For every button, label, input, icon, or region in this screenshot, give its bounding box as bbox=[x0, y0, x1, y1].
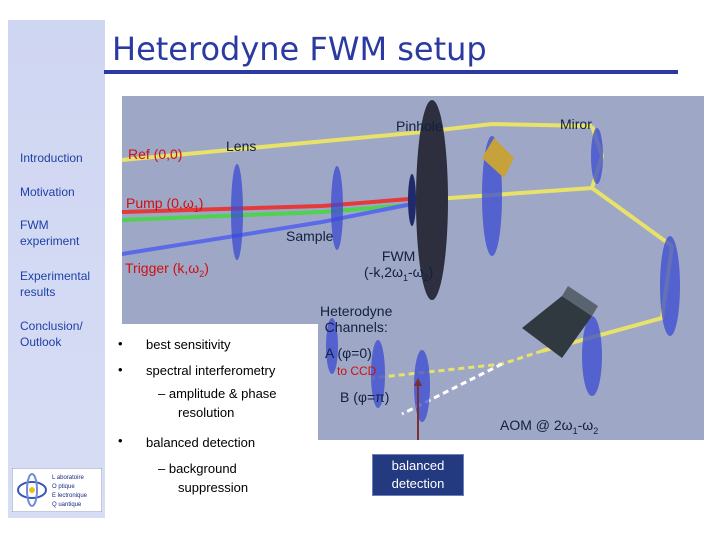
lens-8 bbox=[371, 340, 385, 408]
label-channel-b: B (φ=π) bbox=[340, 389, 390, 405]
bullet-marker-3: • bbox=[118, 433, 123, 448]
bullet-background: – background bbox=[158, 461, 237, 476]
trigger-beam bbox=[122, 200, 423, 256]
nav-item-conclusion-outlook[interactable]: Conclusion/ Outlook bbox=[20, 319, 83, 349]
pump-beam-red bbox=[122, 196, 423, 214]
lens-6 bbox=[582, 316, 602, 396]
balanced-arrow-head bbox=[414, 378, 422, 386]
label-pump: Pump (0,ω1) bbox=[126, 195, 204, 214]
bullet-suppression: suppression bbox=[178, 480, 249, 495]
bullet-marker-2: • bbox=[118, 362, 123, 377]
sample bbox=[408, 174, 416, 226]
nav-item-motivation[interactable]: Motivation bbox=[20, 185, 75, 199]
slide-title: Heterodyne FWM setup bbox=[112, 30, 487, 68]
nav-item-introduction[interactable]: Introduction bbox=[20, 151, 83, 165]
label-sample: Sample bbox=[286, 228, 334, 244]
label-miror: Miror bbox=[560, 116, 592, 132]
bullet-resolution: resolution bbox=[178, 405, 235, 420]
logo-line-3: E lectronique bbox=[52, 493, 88, 499]
logo-orbit-1 bbox=[17, 481, 47, 499]
bullet-balanced-detection: balanced detection bbox=[146, 435, 256, 450]
mirror bbox=[482, 138, 514, 178]
nav-item-fwm-experiment[interactable]: FWM experiment bbox=[20, 218, 80, 248]
ref-beam bbox=[122, 121, 593, 162]
bullet-spectral-interferometry: spectral interferometry bbox=[146, 363, 276, 378]
lens-4 bbox=[591, 128, 603, 184]
aom-crystal bbox=[522, 296, 592, 358]
bullet-best-sensitivity: best sensitivity bbox=[146, 337, 231, 352]
label-fwm: FWM(-k,2ω1-ω2) bbox=[364, 248, 434, 283]
label-to-ccd: to CCD bbox=[337, 364, 377, 378]
title-rule bbox=[104, 70, 678, 74]
label-pinhole: Pinhole bbox=[396, 118, 443, 134]
label-aom: AOM @ 2ω1-ω2 bbox=[500, 417, 599, 436]
label-channel-a: A (φ=0) bbox=[325, 345, 372, 361]
bullet-marker-1: • bbox=[118, 336, 123, 351]
nav-item-experimental-results[interactable]: Experimental results bbox=[20, 269, 91, 299]
logo-line-1: L aboratoire bbox=[52, 475, 84, 481]
aom-top bbox=[562, 286, 598, 316]
label-lens: Lens bbox=[226, 138, 257, 154]
logo-core bbox=[29, 487, 35, 493]
lens-2 bbox=[331, 166, 343, 250]
label-ref: Ref (0,0) bbox=[128, 146, 183, 162]
lens-9 bbox=[326, 318, 338, 374]
pinhole-disk bbox=[416, 100, 448, 300]
bullet-panel bbox=[112, 324, 318, 512]
bullet-amplitude-phase: – amplitude & phase bbox=[158, 386, 277, 401]
logo-line-4: Q uantique bbox=[52, 502, 82, 508]
logo-orbit-2 bbox=[26, 473, 38, 507]
sidebar bbox=[8, 20, 105, 518]
lens-1 bbox=[231, 164, 243, 260]
institute-logo: L aboratoire O ptique E lectronique Q ua… bbox=[12, 468, 102, 512]
lens-5 bbox=[660, 236, 680, 336]
label-trigger: Trigger (k,ω2) bbox=[125, 260, 209, 279]
logo-line-2: O ptique bbox=[52, 484, 75, 490]
